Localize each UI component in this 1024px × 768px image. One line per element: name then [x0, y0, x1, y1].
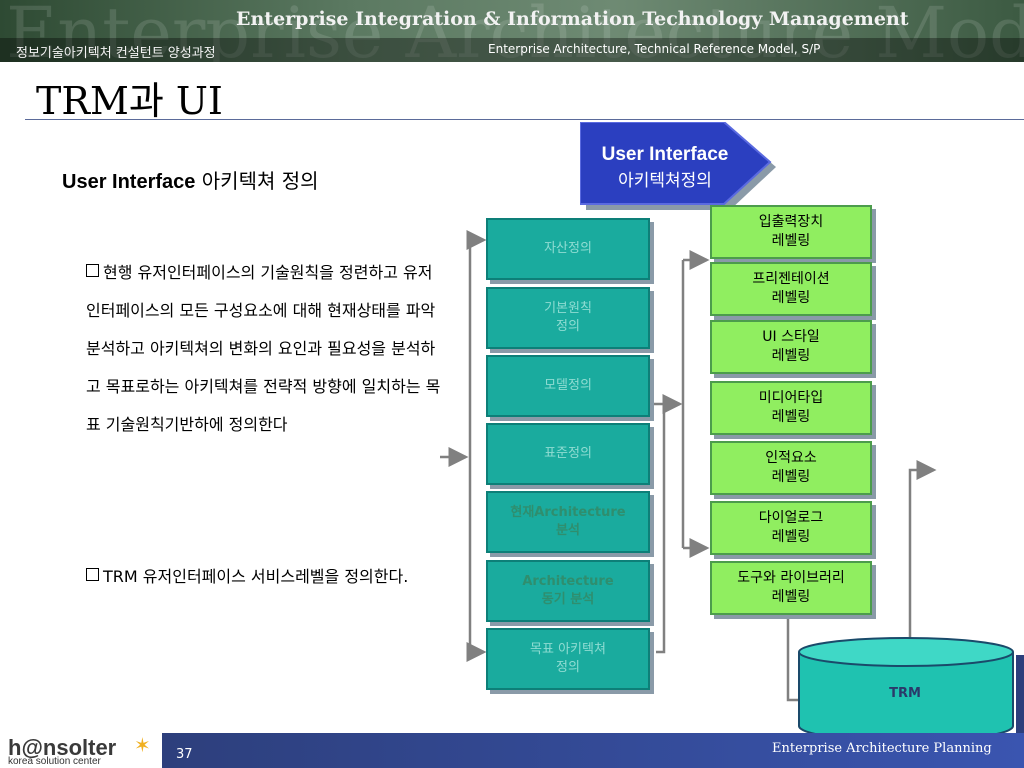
course-name: 정보기술아키텍처 컨설턴트 양성과정	[16, 46, 216, 61]
level-box-tools-library: 도구와 라이브러리 레벨링	[710, 561, 872, 615]
page-title: TRM과 UI	[36, 79, 223, 123]
subtitle-rest: 아키텍쳐 정의	[195, 169, 319, 193]
banner-title: Enterprise Integration & Information Tec…	[236, 8, 909, 30]
topic-subtitle: Enterprise Architecture, Technical Refer…	[488, 42, 821, 56]
trm-database-cylinder-icon	[798, 637, 1014, 742]
side-accent-stripe	[1016, 655, 1024, 733]
step-box-standard: 표준정의	[486, 423, 650, 485]
level-box-ui-style: UI 스타일 레벨링	[710, 320, 872, 374]
company-logo-subtitle: korea solution center	[8, 756, 101, 767]
level-box-dialog: 다이얼로그 레벨링	[710, 501, 872, 555]
description-paragraph-2: TRM 유저인터페이스 서비스레벨을 정의한다.	[86, 558, 446, 596]
trm-label: TRM	[889, 686, 921, 701]
footer-course-title: Enterprise Architecture Planning	[772, 741, 992, 756]
page-number: 37	[176, 747, 193, 762]
level-box-io-device: 입출력장치 레벨링	[710, 205, 872, 259]
paragraph-2-text: TRM 유저인터페이스 서비스레벨을 정의한다.	[103, 567, 409, 586]
level-box-presentation: 프리젠테이션 레벨링	[710, 262, 872, 316]
checkbox-bullet-icon	[86, 264, 99, 277]
arrow-label-line1: User Interface	[601, 144, 729, 165]
title-divider	[25, 119, 1024, 120]
step-box-arch-motivation: Architecture 동기 분석	[486, 560, 650, 622]
description-paragraph-1: 현행 유저인터페이스의 기술원칙을 정련하고 유저인터페이스의 모든 구성요소에…	[86, 254, 446, 444]
banner-strip	[0, 38, 1024, 62]
section-subtitle: User Interface 아키텍쳐 정의	[62, 165, 319, 194]
level-box-media-type: 미디어타입 레벨링	[710, 381, 872, 435]
step-box-model: 모델정의	[486, 355, 650, 417]
step-box-current-arch: 현재Architecture 분석	[486, 491, 650, 553]
header-banner: Enterprise Architecture Mod Enterprise I…	[0, 0, 1024, 62]
arrow-label-line2: 아키텍쳐정의	[618, 171, 712, 191]
logo-star-icon: ✶	[134, 733, 151, 757]
step-box-principles: 기본원칙 정의	[486, 287, 650, 349]
subtitle-bold: User Interface	[62, 171, 196, 193]
level-box-human-factor: 인적요소 레벨링	[710, 441, 872, 495]
step-box-asset: 자산정의	[486, 218, 650, 280]
paragraph-1-text: 현행 유저인터페이스의 기술원칙을 정련하고 유저인터페이스의 모든 구성요소에…	[86, 263, 441, 434]
user-interface-arrow-shape	[580, 122, 776, 210]
user-interface-arrow-label: User Interface 아키텍쳐정의	[580, 142, 750, 194]
step-box-target-arch: 목표 아키텍쳐 정의	[486, 628, 650, 690]
banner-watermark: Enterprise Architecture Mod	[6, 0, 1024, 62]
footer-bar	[162, 733, 1024, 768]
company-logo: h@nsolter	[8, 735, 117, 760]
checkbox-bullet-icon	[86, 568, 99, 581]
